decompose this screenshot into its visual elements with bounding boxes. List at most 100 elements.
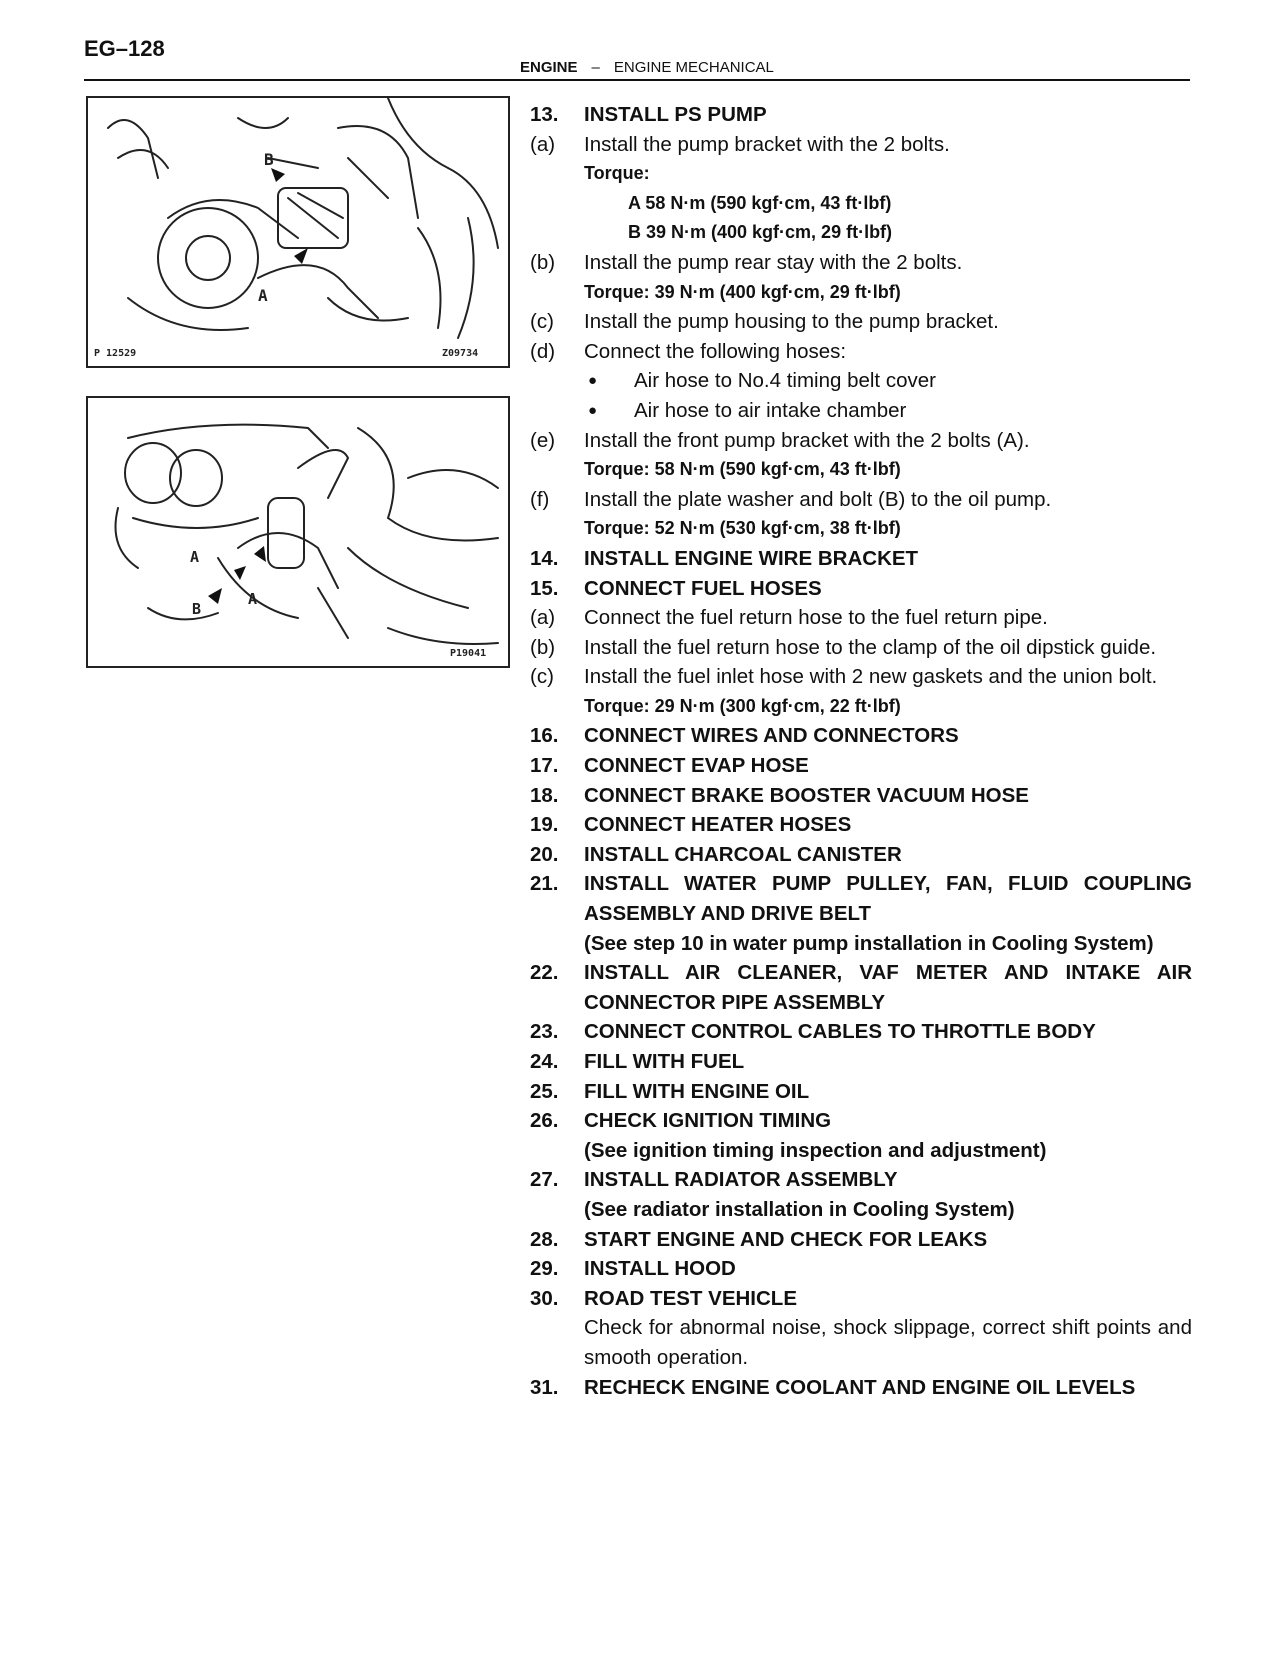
bullet-icon: ● xyxy=(588,372,598,390)
step-line: (See radiator installation in Cooling Sy… xyxy=(530,1195,1192,1225)
item-number: 23. xyxy=(530,1020,559,1044)
item-number: 20. xyxy=(530,842,559,866)
torque-note: Torque: xyxy=(530,159,1192,189)
figure-code-left: P 12529 xyxy=(94,348,137,359)
item-text: Torque: 52 N·m (530 kgf·cm, 38 ft·lbf) xyxy=(584,518,901,539)
front-bracket-figure: A B A P19041 xyxy=(86,396,510,668)
step-line: 18. CONNECT BRAKE BOOSTER VACUUM HOSE xyxy=(530,781,1192,811)
sub-step-line: (a)Connect the fuel return hose to the f… xyxy=(530,603,1192,633)
item-text: Torque: xyxy=(584,163,650,184)
item-number: 16. xyxy=(530,724,559,748)
header-dash: – xyxy=(591,59,600,76)
item-text: Install the pump bracket with the 2 bolt… xyxy=(584,132,950,156)
item-text: Install the fuel inlet hose with 2 new g… xyxy=(584,665,1158,689)
page-number: EG–128 xyxy=(84,36,165,61)
header-rule xyxy=(84,79,1190,81)
item-text: START ENGINE AND CHECK FOR LEAKS xyxy=(584,1227,988,1251)
item-number: 27. xyxy=(530,1168,559,1192)
item-text: CONNECT EVAP HOSE xyxy=(584,754,809,778)
step-line: (See step 10 in water pump installation … xyxy=(530,929,1192,959)
item-number: 15. xyxy=(530,576,559,600)
header-section: ENGINE xyxy=(520,59,578,76)
item-number: (f) xyxy=(530,487,550,511)
item-number: (a) xyxy=(530,132,556,156)
step-line: 22.INSTALL AIR CLEANER, VAF METER AND IN… xyxy=(530,958,1192,1017)
figure-code-right: Z09734 xyxy=(442,348,479,359)
item-text: A 58 N·m (590 kgf·cm, 43 ft·lbf) xyxy=(628,192,892,213)
step-line: 15. CONNECT FUEL HOSES xyxy=(530,574,1192,604)
step-line: (See ignition timing inspection and adju… xyxy=(530,1136,1192,1166)
torque-note: Torque: 58 N·m (590 kgf·cm, 43 ft·lbf) xyxy=(530,455,1192,485)
step-line: 16.CONNECT WIRES AND CONNECTORS xyxy=(530,721,1192,751)
step-line: 23.CONNECT CONTROL CABLES TO THROTTLE BO… xyxy=(530,1017,1192,1047)
item-number: 14. xyxy=(530,546,559,570)
item-number: (c) xyxy=(530,310,554,334)
item-text: FILL WITH FUEL xyxy=(584,1050,745,1073)
item-number: 13. xyxy=(530,103,559,126)
item-number: 31. xyxy=(530,1375,559,1399)
step-line: 17. CONNECT EVAP HOSE xyxy=(530,751,1192,781)
item-text: Torque: 39 N·m (400 kgf·cm, 29 ft·lbf) xyxy=(584,281,901,302)
sub-step-line: (b)Install the fuel return hose to the c… xyxy=(530,633,1192,663)
item-text: INSTALL PS PUMP xyxy=(584,103,767,126)
item-number: 26. xyxy=(530,1109,559,1133)
item-text: Air hose to No.4 timing belt cover xyxy=(634,369,936,393)
label-b: B xyxy=(264,150,274,169)
item-number: 18. xyxy=(530,783,559,807)
item-text: (See radiator installation in Cooling Sy… xyxy=(584,1197,1015,1221)
step-line: 25.FILL WITH ENGINE OIL xyxy=(530,1077,1192,1107)
step-line: 14.INSTALL ENGINE WIRE BRACKET xyxy=(530,544,1192,574)
item-number: 25. xyxy=(530,1079,559,1103)
item-number: 29. xyxy=(530,1257,559,1281)
item-number: (d) xyxy=(530,339,556,363)
item-text: CHECK IGNITION TIMING xyxy=(584,1109,832,1133)
item-text: (See step 10 in water pump installation … xyxy=(584,931,1154,955)
label-a: A xyxy=(258,286,268,305)
item-text: Connect the fuel return hose to the fuel… xyxy=(584,606,1048,630)
item-text: B 39 N·m (400 kgf·cm, 29 ft·lbf) xyxy=(628,222,893,243)
item-number: 21. xyxy=(530,872,559,896)
step-line: 19. CONNECT HEATER HOSES xyxy=(530,810,1192,840)
item-number: 28. xyxy=(530,1227,559,1251)
item-text: CONNECT FUEL HOSES xyxy=(584,576,822,600)
step-line: 30.ROAD TEST VEHICLE xyxy=(530,1284,1192,1314)
step-line: 31. RECHECK ENGINE COOLANT AND ENGINE OIL… xyxy=(530,1373,1192,1403)
label-b: B xyxy=(192,600,202,618)
bullet-icon: ● xyxy=(588,401,598,419)
header-subsection: ENGINE MECHANICAL xyxy=(613,59,774,76)
item-text: RECHECK ENGINE COOLANT AND ENGINE OIL LE… xyxy=(584,1375,1136,1399)
item-text: Install the pump rear stay with the 2 bo… xyxy=(584,250,963,274)
label-a-left: A xyxy=(190,548,200,566)
bullet-item: ● Air hose to No.4 timing belt cover xyxy=(530,366,1192,396)
sub-step-line: (f) Install the plate washer and bolt (B)… xyxy=(530,485,1192,515)
item-number: (b) xyxy=(530,635,556,659)
ps-pump-illustration xyxy=(107,98,499,339)
item-text: Install the plate washer and bolt (B) to… xyxy=(584,487,1052,511)
item-text: INSTALL AIR CLEANER, VAF METER AND INTAK… xyxy=(584,961,1192,1014)
item-text: INSTALL WATER PUMP PULLEY, FAN, FLUID CO… xyxy=(584,872,1192,926)
item-text: Torque: 58 N·m (590 kgf·cm, 43 ft·lbf) xyxy=(584,459,901,480)
item-text: INSTALL RADIATOR ASSEMBLY xyxy=(584,1168,898,1192)
item-text: Connect the following hoses: xyxy=(584,339,847,363)
sub-step-line: Check for abnormal noise, shock slippage… xyxy=(530,1313,1192,1372)
item-number: 17. xyxy=(530,754,559,778)
bullet-item: ●Air hose to air intake chamber xyxy=(530,396,1192,426)
item-text: CONNECT HEATER HOSES xyxy=(584,813,852,837)
front-bracket-illustration xyxy=(114,423,499,645)
torque-note: Torque: 39 N·m (400 kgf·cm, 29 ft·lbf) xyxy=(530,278,1192,308)
item-number: 30. xyxy=(530,1286,559,1310)
torque-note: Torque: 52 N·m (530 kgf·cm, 38 ft·lbf) xyxy=(530,514,1192,544)
item-text: Install the front pump bracket with the … xyxy=(584,428,1030,452)
item-text: Check for abnormal noise, shock slippage… xyxy=(584,1316,1192,1369)
torque-spec: B 39 N·m (400 kgf·cm, 29 ft·lbf) xyxy=(530,218,1192,248)
sub-step-line: (d) Connect the following hoses: xyxy=(530,337,1192,367)
item-text: Install the pump housing to the pump bra… xyxy=(584,310,999,334)
step-line: 13. INSTALL PS PUMP xyxy=(530,100,1192,130)
item-text: CONNECT BRAKE BOOSTER VACUUM HOSE xyxy=(584,783,1029,807)
item-text: (See ignition timing inspection and adju… xyxy=(584,1138,1047,1162)
step-line: 21. INSTALL WATER PUMP PULLEY, FAN, FLUID… xyxy=(530,869,1192,928)
torque-note: Torque: 29 N·m (300 kgf·cm, 22 ft·lbf) xyxy=(530,692,1192,722)
item-text: INSTALL CHARCOAL CANISTER xyxy=(584,842,902,866)
sub-step-line: (c)Install the fuel inlet hose with 2 ne… xyxy=(530,662,1192,692)
item-number: 19. xyxy=(530,813,559,837)
